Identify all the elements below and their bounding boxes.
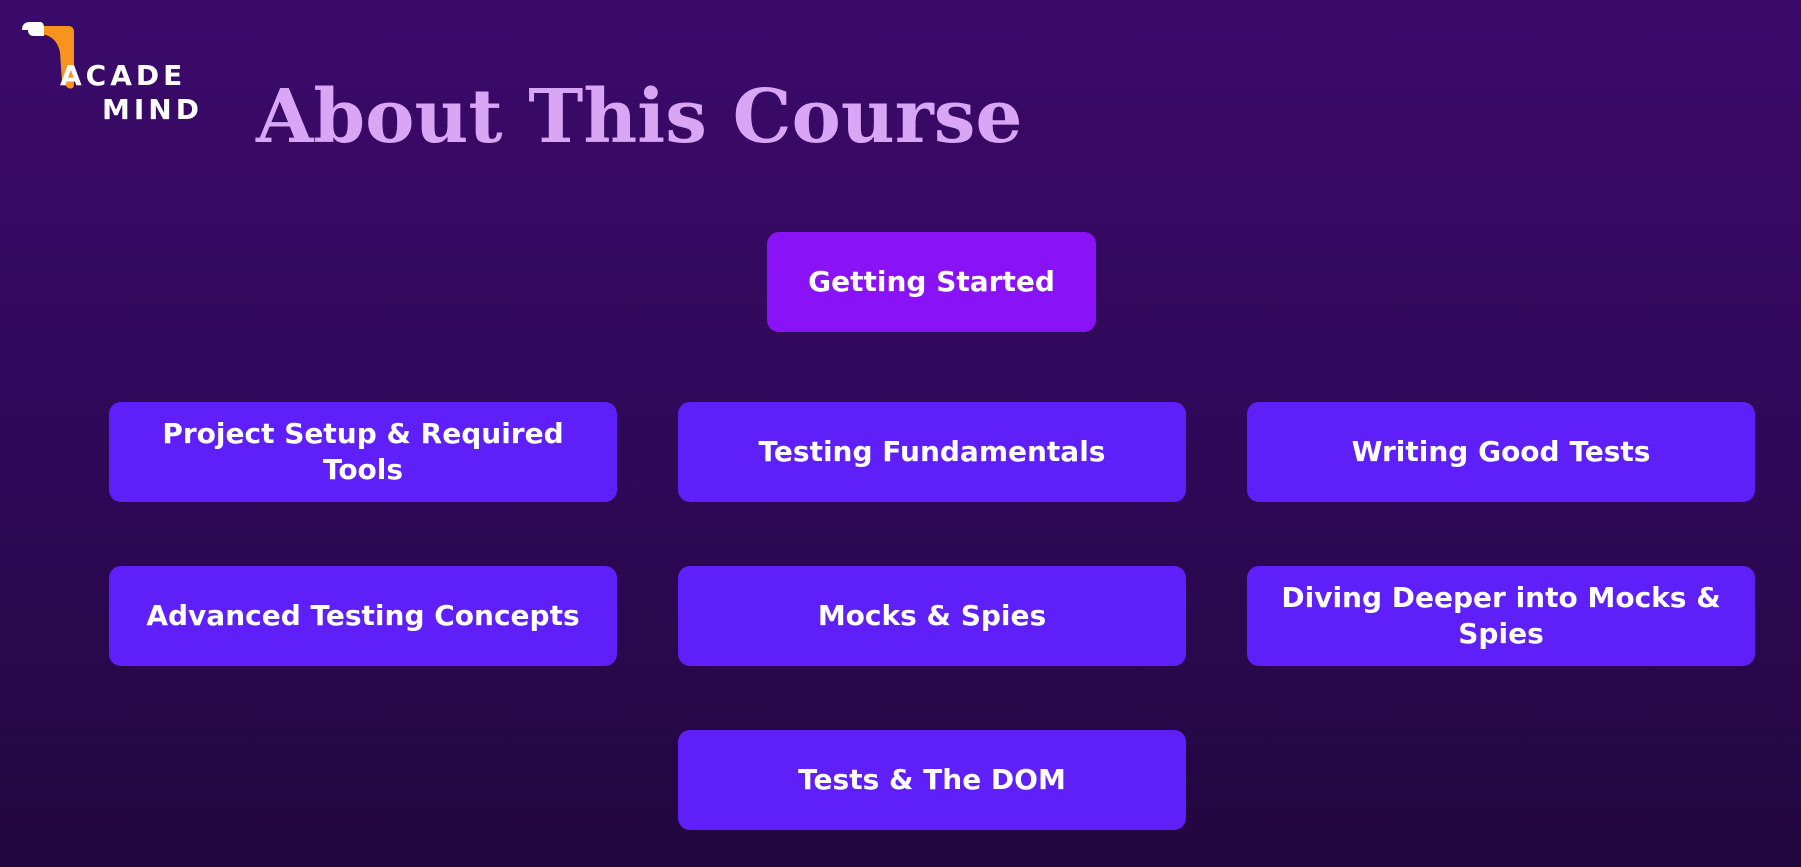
academind-flag-icon: [22, 22, 74, 90]
module-advanced-testing-concepts: Advanced Testing Concepts: [109, 566, 617, 666]
module-tests-and-dom: Tests & The DOM: [678, 730, 1186, 830]
module-mocks-spies: Mocks & Spies: [678, 566, 1186, 666]
module-testing-fundamentals: Testing Fundamentals: [678, 402, 1186, 502]
module-getting-started: Getting Started: [767, 232, 1096, 332]
academind-logo: ACADE MIND: [20, 20, 200, 130]
module-diving-deeper-mocks-spies: Diving Deeper into Mocks & Spies: [1247, 566, 1755, 666]
logo-text-line1: ACADE: [60, 59, 187, 92]
module-writing-good-tests: Writing Good Tests: [1247, 402, 1755, 502]
logo-text-line2: MIND: [102, 93, 203, 126]
module-project-setup: Project Setup & Required Tools: [109, 402, 617, 502]
slide-title: About This Course: [256, 73, 1023, 160]
